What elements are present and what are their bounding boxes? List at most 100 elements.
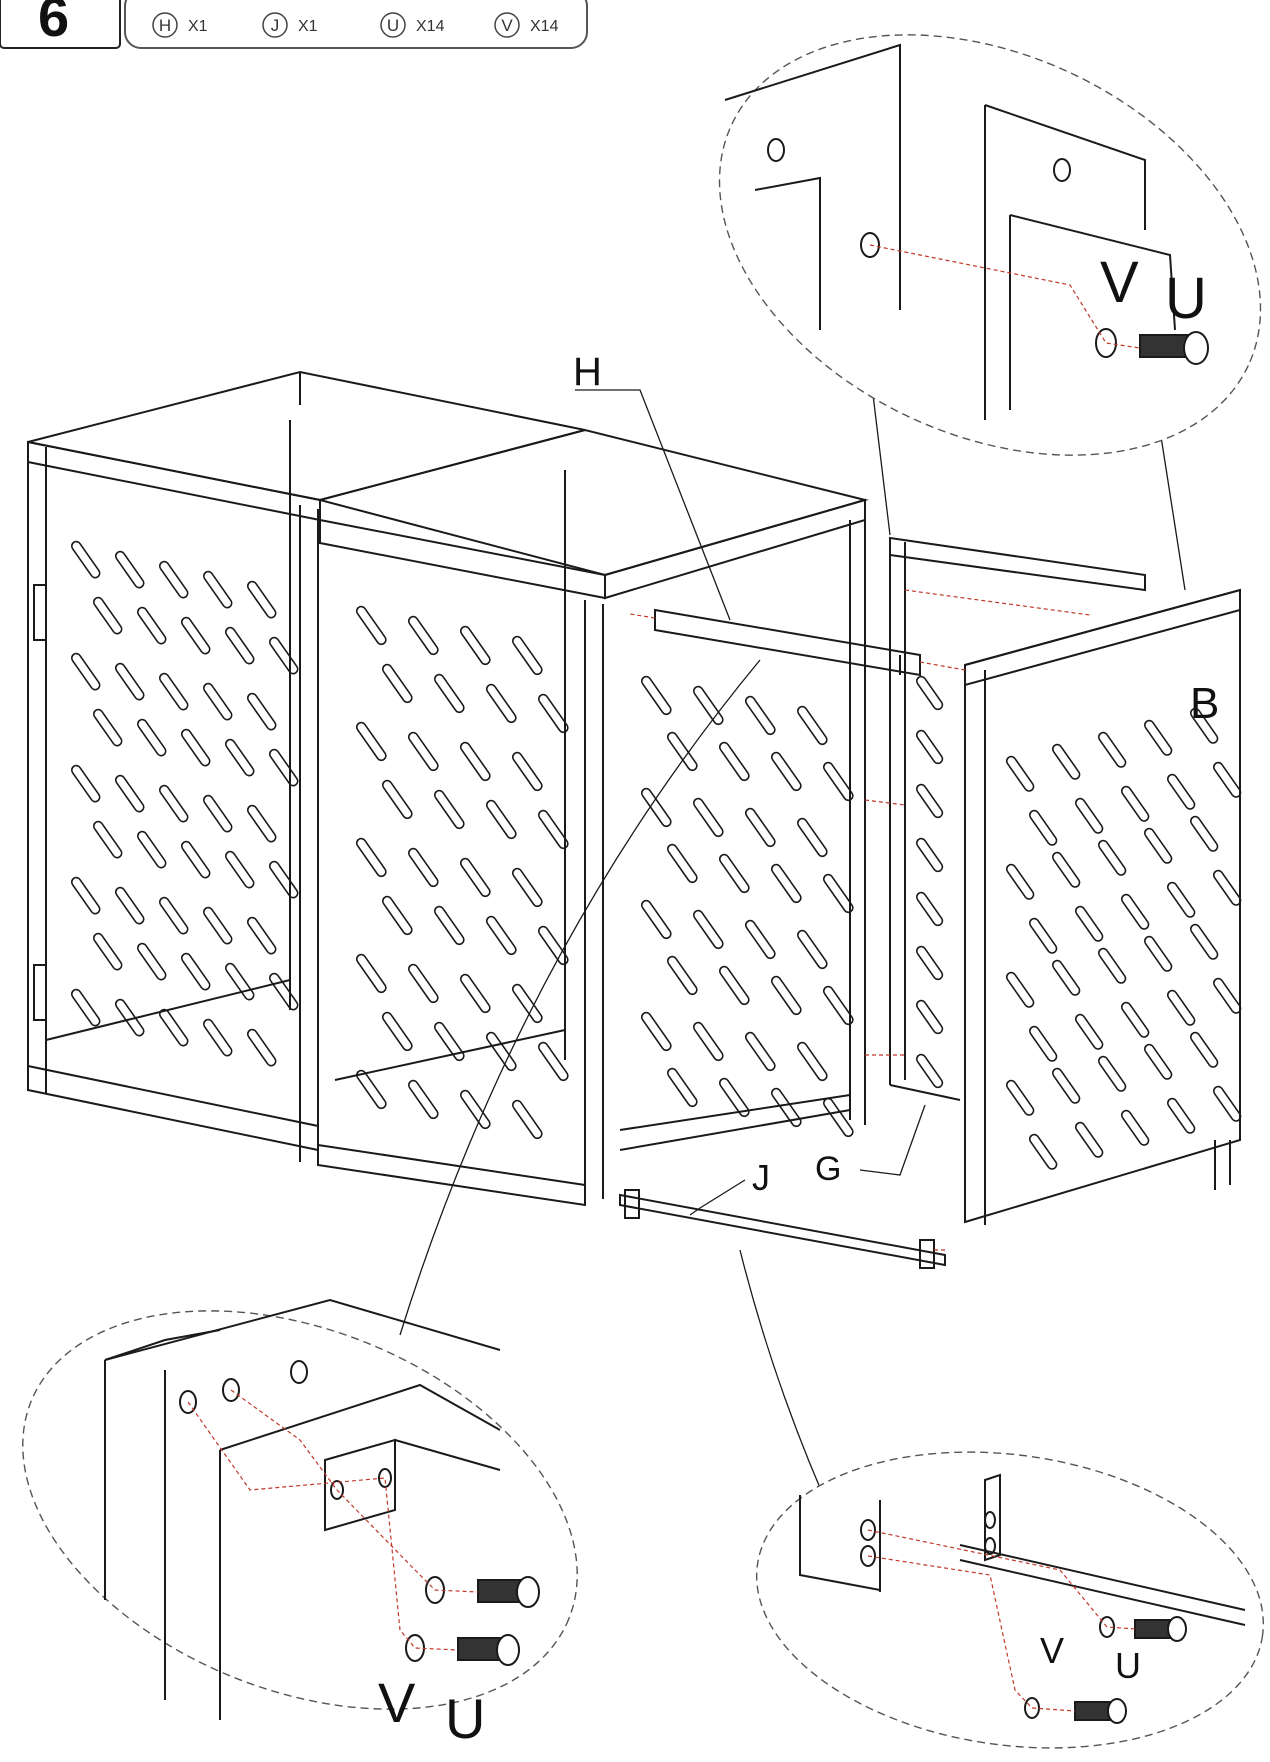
- perforation-slot: [692, 909, 724, 950]
- part-code: U: [387, 16, 399, 35]
- perforation-slot: [136, 606, 167, 645]
- perforation-slot: [1005, 971, 1035, 1008]
- part-qty: X14: [530, 18, 559, 35]
- detail-br-guide-1: [867, 1529, 1136, 1630]
- part-code: H: [159, 16, 171, 35]
- perforation-slot: [744, 807, 776, 848]
- perforation-slot: [92, 708, 123, 747]
- perforation-slot: [692, 1021, 724, 1062]
- perforation-slot: [114, 774, 145, 813]
- perforation-slot: [92, 596, 123, 635]
- perforation-slot: [355, 1069, 387, 1110]
- perforation-slot: [1051, 959, 1081, 996]
- part-item-j: J X1: [262, 12, 318, 38]
- perforation-slot: [459, 625, 491, 666]
- perforation-slot: [92, 932, 123, 971]
- perforation-slot: [1189, 707, 1219, 744]
- perforation-slot: [640, 1011, 672, 1052]
- perforation-slot: [136, 942, 167, 981]
- perforation-slot: [433, 1021, 465, 1062]
- guide-h-left: [629, 613, 656, 619]
- leader-detail-bottom-left: [399, 659, 761, 1336]
- perforation-slot: [718, 741, 750, 782]
- perforation-slot: [381, 663, 413, 704]
- detail-top-post-left-inner: [754, 176, 821, 330]
- detail-bl-bar: [394, 1439, 501, 1471]
- side-panel-b-top: [964, 588, 1241, 687]
- perforation-slot: [770, 751, 802, 792]
- perforation-slot: [718, 1077, 750, 1118]
- perforation-slot: [158, 784, 189, 823]
- back-panel-g: [889, 536, 1146, 1101]
- perforation-slot: [114, 998, 145, 1037]
- bay-3-floor-front: [619, 1109, 851, 1151]
- perforation-slot: [1051, 743, 1081, 780]
- detail-top-washer: [1095, 328, 1117, 358]
- bay-2-bottom-rail: [317, 1143, 586, 1207]
- callout-j: J: [752, 1157, 770, 1198]
- perforation-slot: [433, 673, 465, 714]
- perforation-slot: [1143, 827, 1173, 864]
- leader-detail-top-b: [1159, 429, 1186, 591]
- detail-br-hole-3: [984, 1511, 996, 1529]
- bay-1-front-top-rail: [27, 440, 321, 522]
- leader-j: [689, 1179, 746, 1216]
- perforation-slot: [224, 738, 255, 777]
- perforation-slot: [915, 1053, 944, 1089]
- perforation-slot: [915, 675, 944, 711]
- perforation-slot: [136, 718, 167, 757]
- part-badge: [494, 12, 520, 38]
- perforation-slot: [822, 985, 854, 1026]
- guide-h-right: [919, 661, 966, 671]
- perforation-slot: [268, 636, 299, 675]
- perforation-slot: [1051, 851, 1081, 888]
- perforation-slot: [1074, 905, 1104, 942]
- detail-br-bolt-label: U: [1115, 1645, 1141, 1686]
- detail-br-post: [799, 1495, 881, 1591]
- perforation-slot: [1189, 1031, 1219, 1068]
- perforation-slot: [1120, 1109, 1150, 1146]
- detail-bl-bolt-1: [477, 1576, 540, 1608]
- bottom-bar-j-bracket-right: [919, 1239, 935, 1269]
- perforation-slot: [381, 895, 413, 936]
- bay-2-front-top-rail: [319, 518, 606, 600]
- bay-1-top-frame: [27, 370, 586, 502]
- perforation-slot: [1051, 1067, 1081, 1104]
- part-code: V: [501, 16, 513, 35]
- perforation-slot: [1120, 893, 1150, 930]
- perforation-slot: [114, 550, 145, 589]
- guide-g-mid: [864, 799, 906, 806]
- perforation-slot: [692, 685, 724, 726]
- perforation-slot: [246, 1028, 277, 1067]
- perforation-slot: [666, 1067, 698, 1108]
- perforation-slot: [1166, 773, 1196, 810]
- detail-br-hole-4: [984, 1537, 996, 1555]
- perforation-slot: [202, 1018, 233, 1057]
- perforation-slot: [246, 804, 277, 843]
- back-panel-g-outline: [889, 536, 1146, 592]
- detail-bl-hole-3: [290, 1360, 308, 1384]
- detail-br-bolt-1: [1134, 1616, 1187, 1642]
- leader-lines: [399, 369, 1186, 1566]
- perforation-slot: [1143, 935, 1173, 972]
- perforation-slot: [744, 919, 776, 960]
- bay-1-hinge-bottom: [33, 964, 47, 1021]
- detail-bl-top-edge: [104, 1298, 501, 1361]
- perforation-slot: [1212, 977, 1242, 1014]
- perforation-slot: [744, 1031, 776, 1072]
- perforation-slot: [796, 817, 828, 858]
- perforation-slot: [485, 1031, 517, 1072]
- perforation-slot: [158, 672, 189, 711]
- perforation-slot: [70, 988, 101, 1027]
- callout-g: G: [815, 1150, 841, 1188]
- perforation-slot: [1028, 809, 1058, 846]
- bay-1-floor-back: [45, 979, 291, 1041]
- perforation-slot: [666, 843, 698, 884]
- bay-3: [604, 498, 866, 1151]
- leader-h: [575, 389, 731, 621]
- part-qty: X1: [188, 18, 208, 35]
- perforation-slot: [180, 728, 211, 767]
- detail-top-panel: [1009, 214, 1176, 331]
- perforation-slot: [70, 652, 101, 691]
- perforation-slot: [718, 965, 750, 1006]
